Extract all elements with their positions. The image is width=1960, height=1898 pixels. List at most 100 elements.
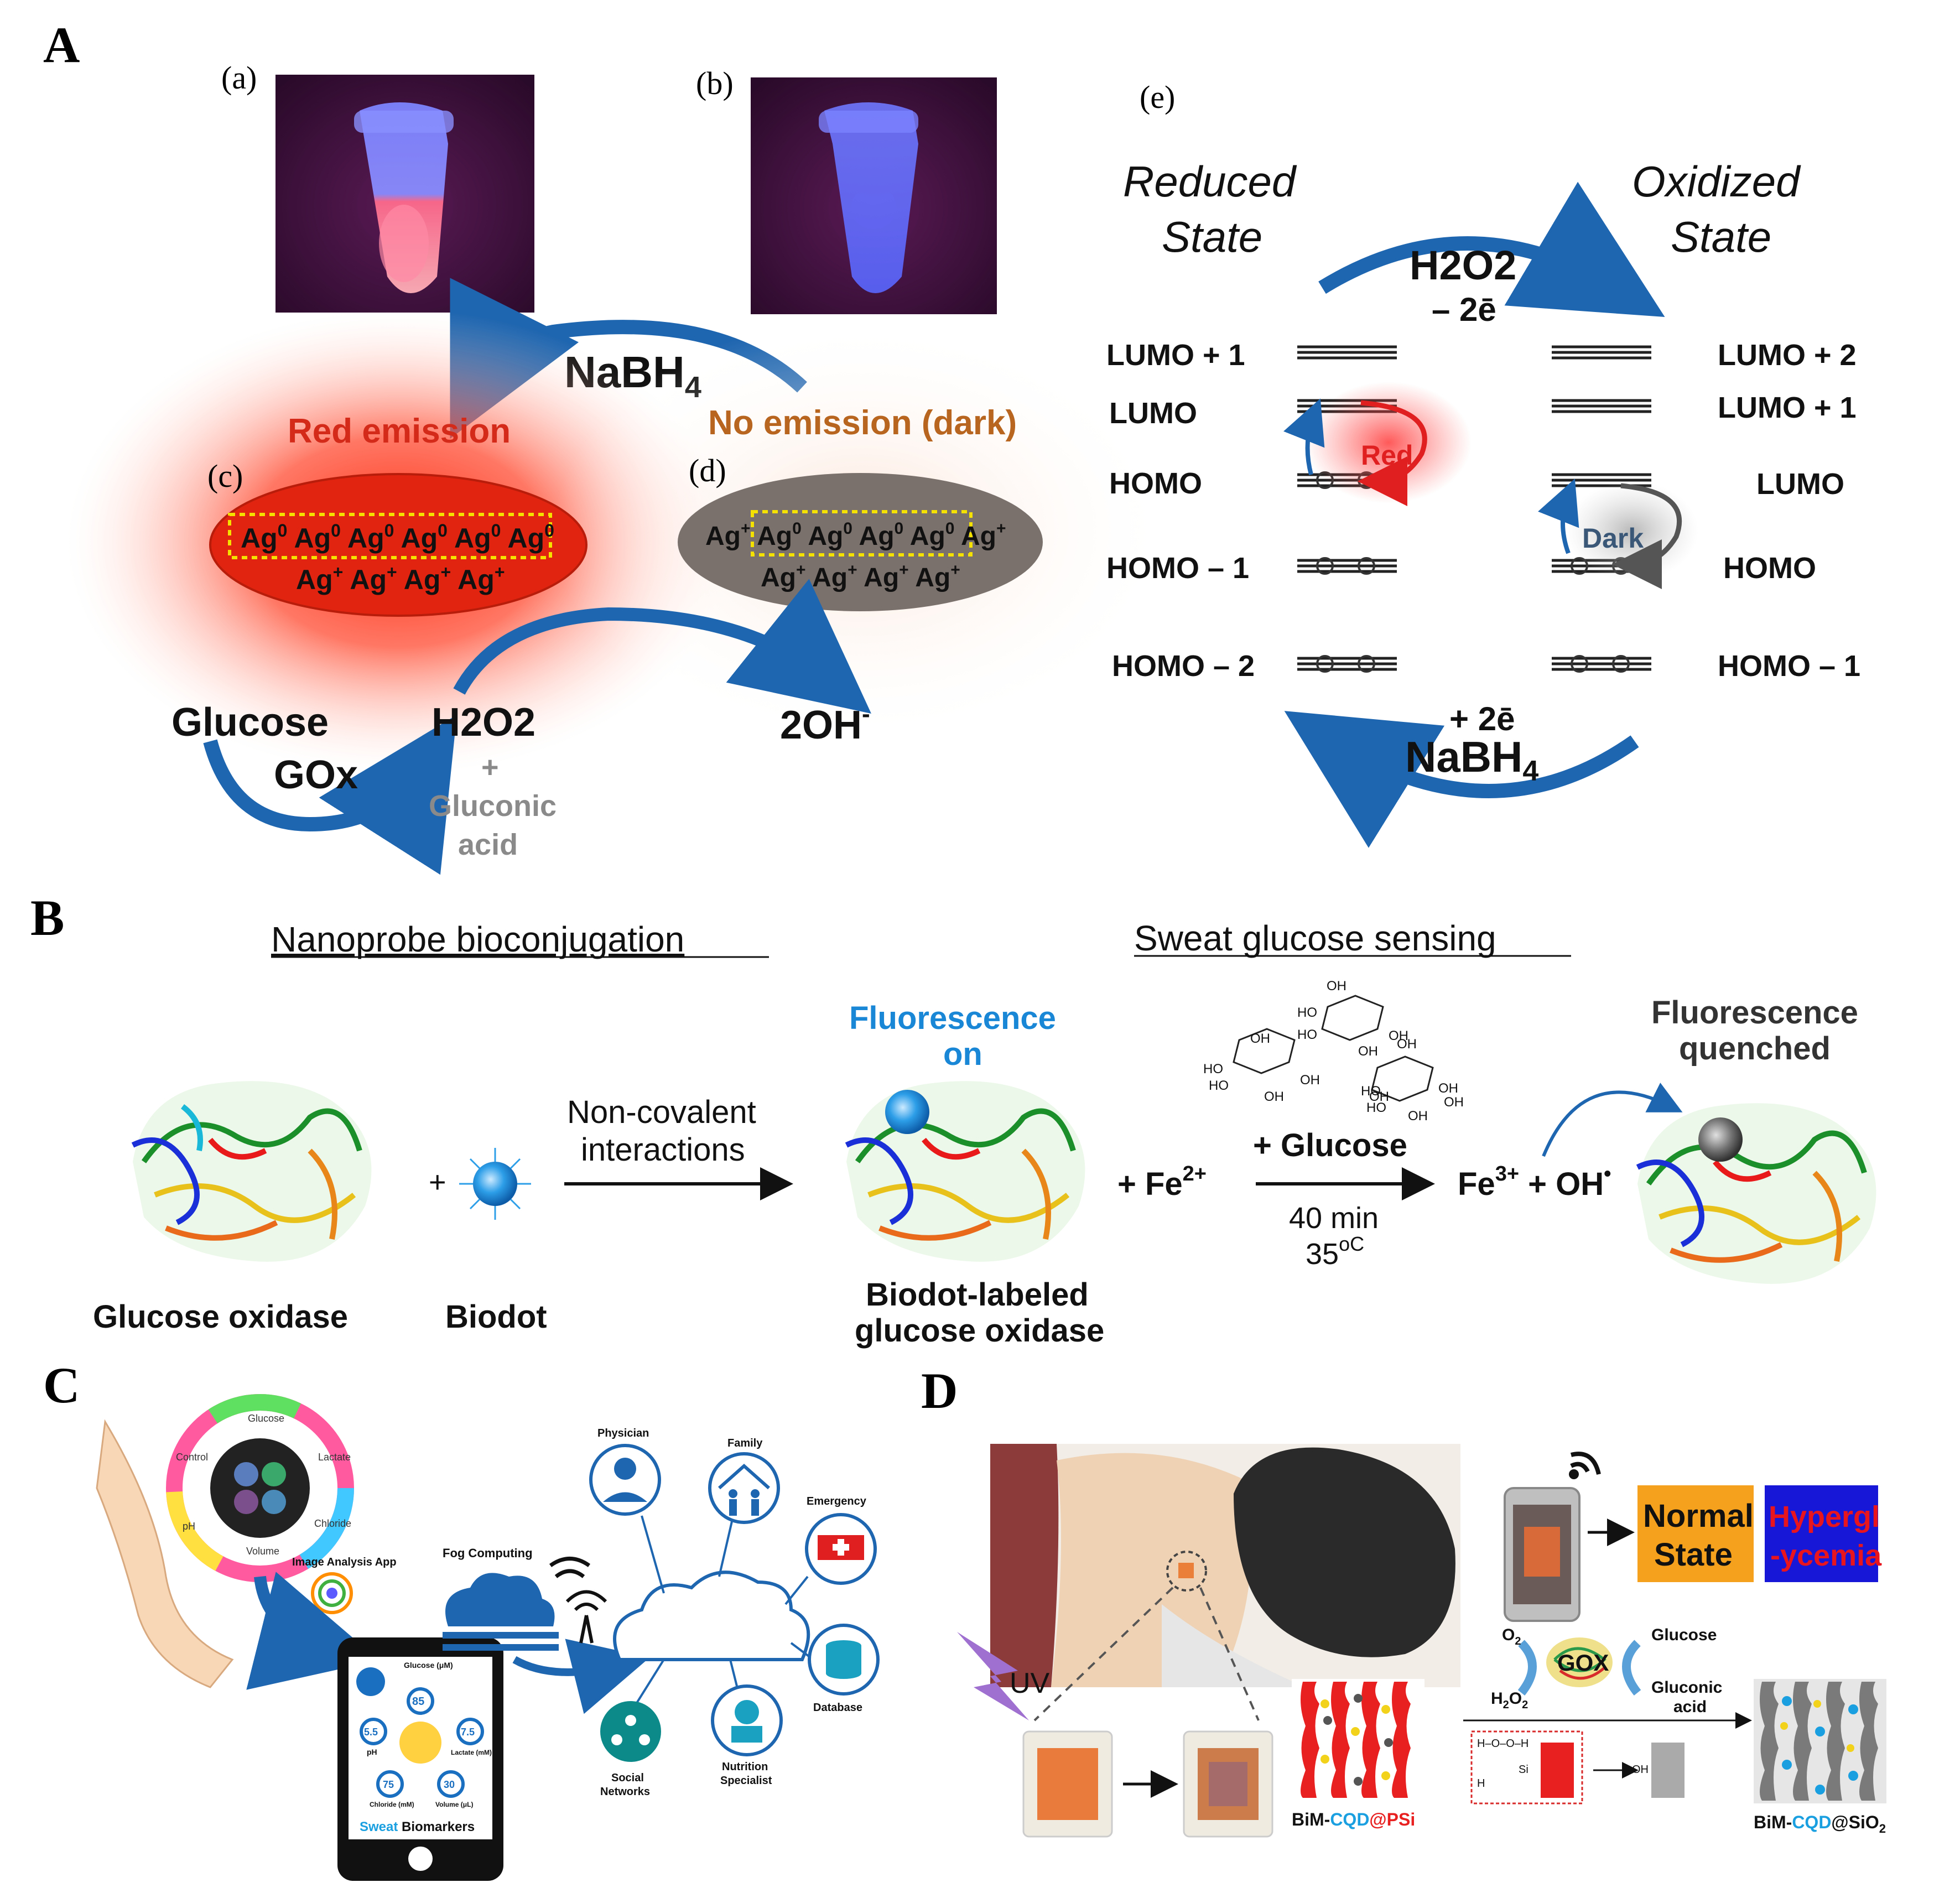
glucose-label: Glucose bbox=[171, 700, 329, 745]
heading-bioconjugation: Nanoprobe bioconjugation bbox=[271, 919, 684, 959]
wheel-label: Chloride bbox=[314, 1518, 351, 1529]
sub-label-b: (b) bbox=[696, 65, 734, 101]
level-right-5: HOMO – 1 bbox=[1718, 649, 1860, 683]
nutrition-label-1: Nutrition bbox=[722, 1761, 768, 1773]
reduced-2: State bbox=[1162, 212, 1262, 261]
protein-quenched bbox=[1636, 1103, 1876, 1284]
gox-arc-left bbox=[1517, 1640, 1537, 1696]
red-transition-glow bbox=[1306, 382, 1472, 503]
glucose-oh-labels: OH HO HO OH OH OH HO HO OH OH OH OH HO H… bbox=[1203, 979, 1464, 1124]
level-right-1: LUMO + 2 bbox=[1718, 339, 1857, 372]
level-right-4: HOMO bbox=[1723, 552, 1816, 585]
phone-75b: 75 bbox=[383, 1779, 394, 1790]
emergency-node bbox=[805, 1513, 877, 1585]
social-node bbox=[600, 1701, 661, 1762]
fog-icon bbox=[443, 1573, 559, 1651]
panel-label-c: C bbox=[43, 1357, 80, 1413]
glucose-lbl: OH bbox=[1444, 1095, 1464, 1110]
wifi-icon-d bbox=[1569, 1452, 1601, 1479]
cloud-icon bbox=[613, 1571, 810, 1661]
phone-device bbox=[337, 1637, 503, 1881]
chem-h: H bbox=[1477, 1777, 1485, 1790]
dark-arrow bbox=[1612, 483, 1682, 589]
time-label: 40 min bbox=[1289, 1202, 1379, 1235]
wifi-tower-icon bbox=[565, 1590, 607, 1644]
gox-label: GOx bbox=[274, 753, 358, 797]
phone-chloride: Chloride (mM) bbox=[370, 1801, 414, 1808]
oxidized-1: Oxidized bbox=[1632, 157, 1801, 206]
zoom-line-2 bbox=[1199, 1587, 1260, 1721]
patient-photo bbox=[990, 1444, 1460, 1687]
phone-glucose: Glucose (μM) bbox=[404, 1661, 453, 1670]
bim-psi-structure bbox=[1292, 1679, 1424, 1801]
glucose-lbl: HO bbox=[1366, 1100, 1386, 1115]
color-wheel bbox=[166, 1394, 354, 1582]
quench-arrow bbox=[1542, 1083, 1683, 1157]
normal-state-2: State bbox=[1654, 1537, 1733, 1573]
quenched-2: quenched bbox=[1679, 1031, 1831, 1067]
wheel-label: Lactate bbox=[318, 1452, 351, 1463]
ag0-row-c: Ag0 Ag0 Ag0 Ag0 Ag0 Ag0 bbox=[241, 512, 554, 554]
biodot-labeled-1: Biodot-labeled bbox=[866, 1277, 1089, 1313]
o2-label: O2 bbox=[1502, 1626, 1521, 1647]
gluconic-label: Gluconic bbox=[429, 789, 557, 823]
sweat-biomarkers: Sweat Biomarkers bbox=[360, 1819, 475, 1834]
arm-to-phone-arrow bbox=[246, 1572, 379, 1690]
fe2-label: + Fe2+ bbox=[1117, 1162, 1207, 1202]
h2o2-label-a: H2O2 bbox=[431, 700, 536, 745]
noncovalent-2: interactions bbox=[581, 1132, 745, 1168]
heading-sweat-sensing: Sweat glucose sensing bbox=[1134, 918, 1496, 958]
hyperglycemia-1: Hypergl bbox=[1769, 1500, 1880, 1533]
chem-scheme-labels: H–O–O–H H Si OH bbox=[1477, 1738, 1649, 1790]
level-left-5: HOMO – 2 bbox=[1112, 649, 1255, 683]
phone-30: 30 bbox=[444, 1779, 455, 1790]
glucose-lbl: HO bbox=[1209, 1078, 1229, 1093]
left-level-labels: LUMO + 1 LUMO HOMO HOMO – 1 HOMO – 2 bbox=[1106, 339, 1255, 683]
level-right-2: LUMO + 1 bbox=[1718, 391, 1857, 424]
glucose-lbl: OH bbox=[1327, 979, 1346, 994]
bim-sio2-label: BiM-CQD@SiO2 bbox=[1754, 1812, 1886, 1835]
biodot-particle bbox=[459, 1148, 531, 1220]
bim-sio2-structure bbox=[1754, 1679, 1886, 1803]
glucose-lbl: HO bbox=[1203, 1062, 1223, 1077]
chem-si: Si bbox=[1519, 1764, 1529, 1776]
phone-55: 5.5 bbox=[364, 1727, 378, 1738]
physician-label: Physician bbox=[597, 1427, 649, 1439]
image-analysis-label: Image Analysis App bbox=[292, 1556, 397, 1568]
fe3-oh-label: Fe3+ + OH• bbox=[1458, 1162, 1611, 1202]
chem-oh: OH bbox=[1632, 1764, 1649, 1776]
zoom-line-1 bbox=[1033, 1587, 1174, 1722]
level-right-3: LUMO bbox=[1756, 467, 1844, 501]
hyperglycemia-2: -ycemia bbox=[1770, 1539, 1882, 1572]
panel-label-b: B bbox=[30, 890, 64, 946]
glucose-lbl: OH bbox=[1397, 1037, 1417, 1052]
normal-state-box bbox=[1637, 1485, 1754, 1582]
bim-psi-label: BiM-CQD@PSi bbox=[1292, 1809, 1415, 1829]
uv-lightning-icon bbox=[957, 1632, 1029, 1720]
level-left-4: HOMO – 1 bbox=[1106, 552, 1249, 585]
protein-labeled bbox=[845, 1081, 1085, 1262]
red-emission-arrow bbox=[1358, 400, 1427, 506]
phone-75: 7.5 bbox=[461, 1727, 475, 1738]
plus-label-a: + bbox=[481, 751, 499, 784]
dark-label-e: Dark bbox=[1582, 523, 1644, 554]
nabh4-label-e: NaBH4 bbox=[1405, 732, 1538, 787]
right-level-labels: LUMO + 2 LUMO + 1 LUMO HOMO HOMO – 1 bbox=[1718, 339, 1860, 683]
glucose-lbl: OH bbox=[1408, 1109, 1428, 1124]
glucose-molecules bbox=[1233, 995, 1434, 1102]
sub-label-a: (a) bbox=[221, 60, 257, 96]
arm-illustration bbox=[96, 1419, 234, 1688]
glucose-lbl: OH bbox=[1358, 1044, 1378, 1059]
wheel-label: Volume bbox=[246, 1546, 279, 1557]
cluster-red: Ag0 Ag0 Ag0 Ag0 Ag0 Ag0 Ag+ Ag+ Ag+ Ag+ bbox=[209, 473, 588, 617]
level-left-2: LUMO bbox=[1109, 397, 1197, 430]
fog-label: Fog Computing bbox=[443, 1546, 533, 1560]
wheel-labels: Glucose Lactate Chloride Volume pH Contr… bbox=[176, 1413, 351, 1557]
oh-label-a: 2OH- bbox=[780, 700, 870, 747]
glucose-lbl: OH bbox=[1389, 1028, 1408, 1043]
family-label: Family bbox=[727, 1437, 763, 1449]
level-left-1: LUMO + 1 bbox=[1106, 339, 1245, 372]
protein-glucose-oxidase bbox=[131, 1081, 372, 1262]
fluorescence-on-2: on bbox=[943, 1036, 982, 1072]
level-left-3: HOMO bbox=[1109, 467, 1202, 500]
